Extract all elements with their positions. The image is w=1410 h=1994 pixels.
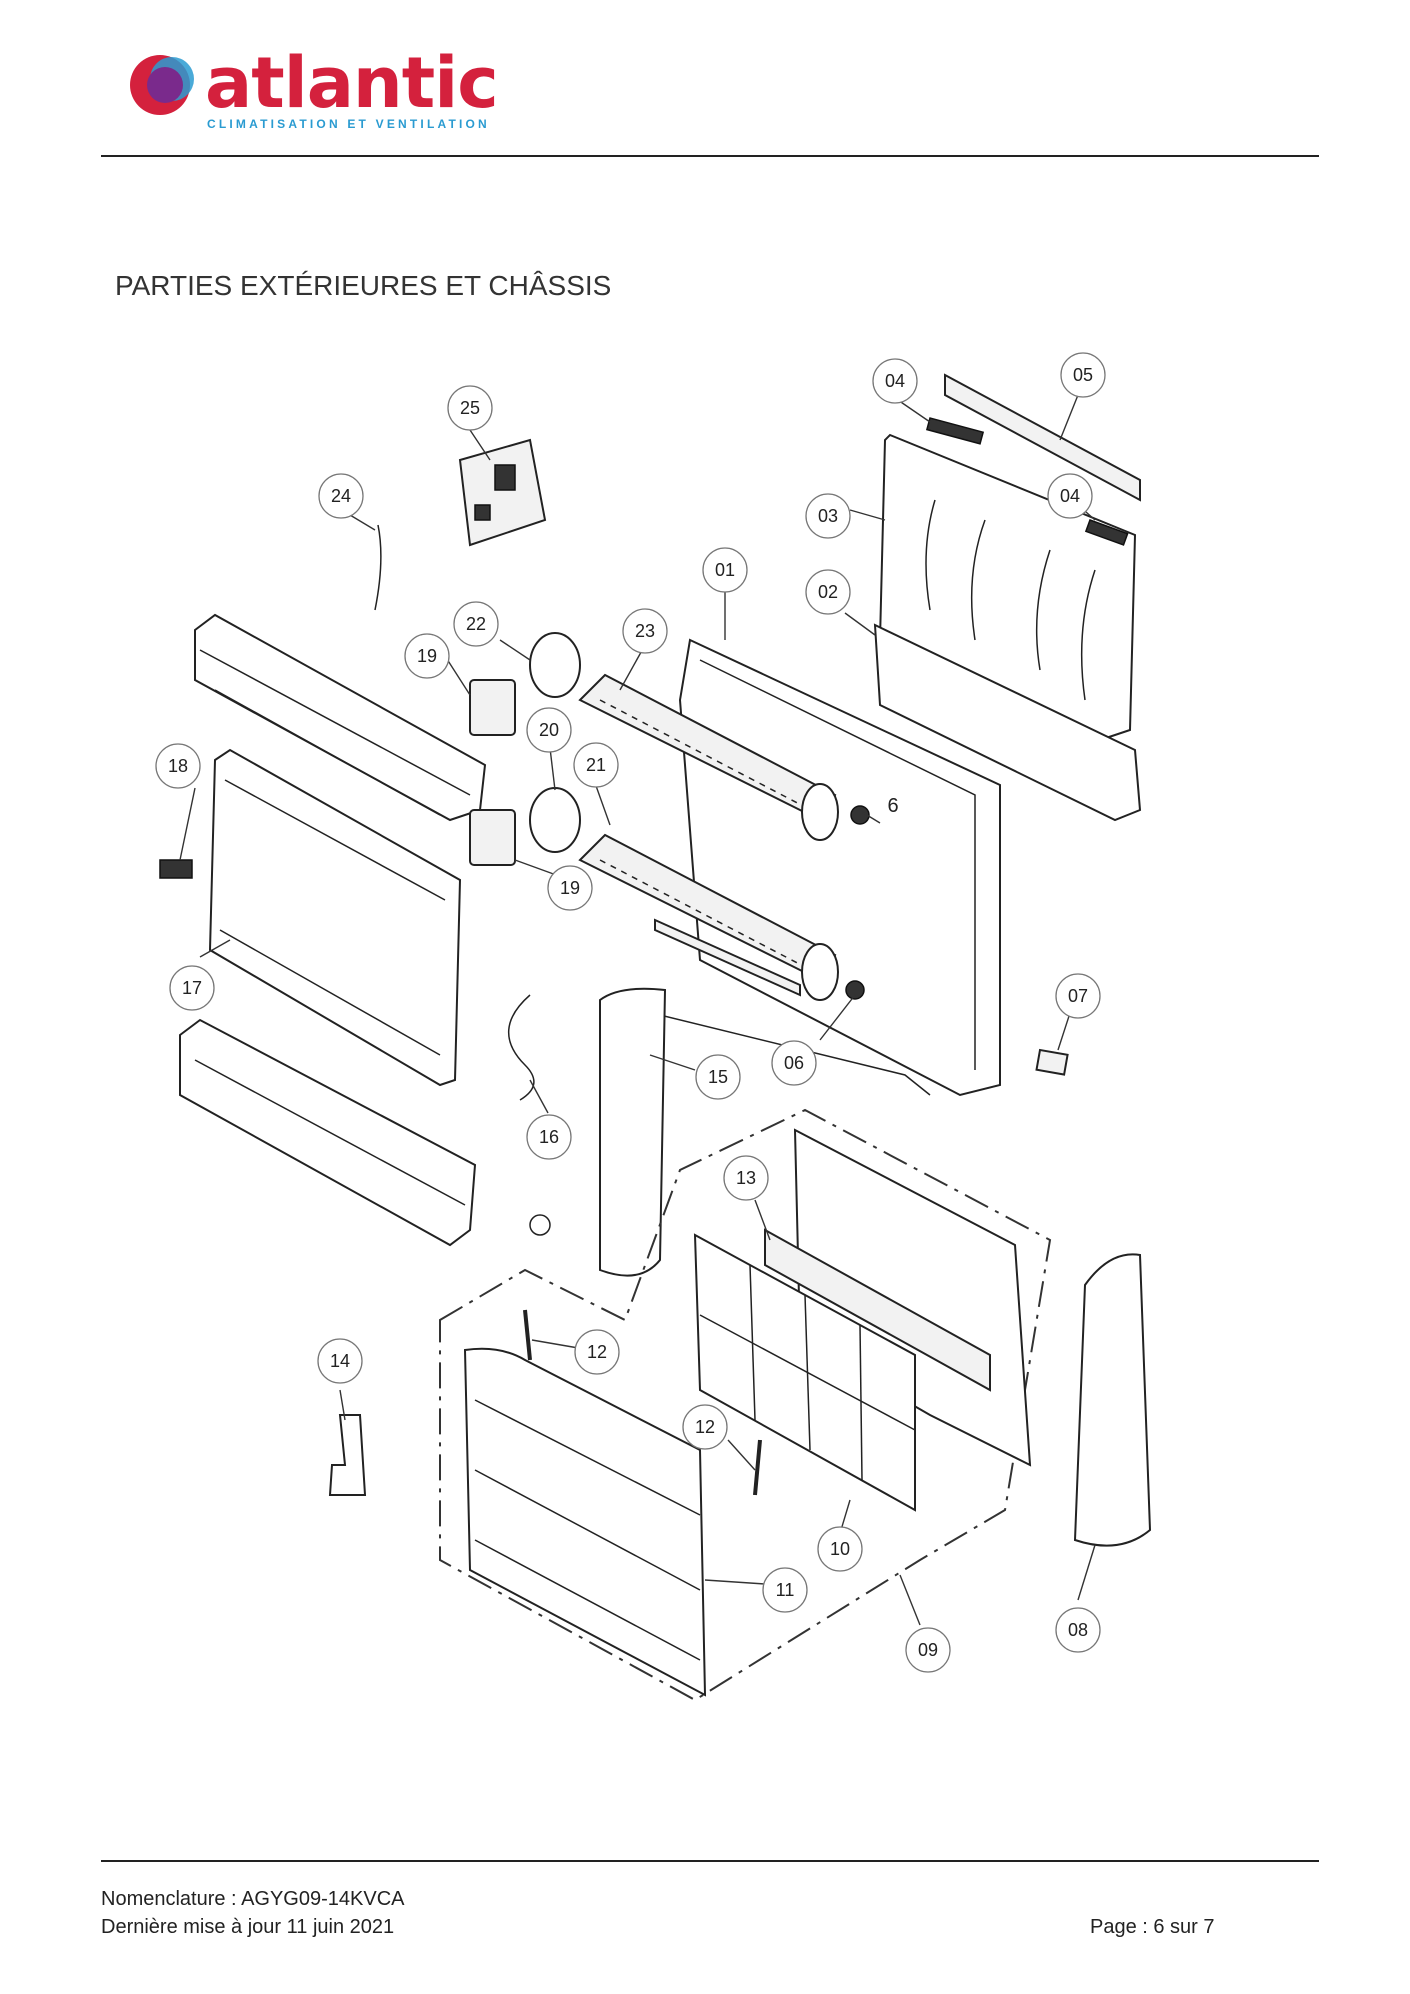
motor-lower — [469, 809, 516, 866]
svg-text:12: 12 — [587, 1342, 607, 1362]
callout-20: 20 — [526, 707, 572, 753]
clip-12-upper — [523, 1309, 532, 1361]
bearing-upper — [850, 805, 870, 825]
svg-text:03: 03 — [818, 506, 838, 526]
callout-19-lower: 19 — [547, 865, 593, 911]
svg-text:19: 19 — [560, 878, 580, 898]
front-panel — [463, 1347, 707, 1697]
svg-text:19: 19 — [417, 646, 437, 666]
svg-text:02: 02 — [818, 582, 838, 602]
callout-08: 08 — [1055, 1607, 1101, 1653]
clip-12-lower — [753, 1439, 762, 1496]
tangential-fan-lower — [578, 833, 839, 1001]
side-panel-right — [1073, 1253, 1152, 1547]
fan-hub-lower — [529, 787, 581, 853]
callout-02: 02 — [805, 569, 851, 615]
footer-page-number: Page : 6 sur 7 — [1090, 1916, 1215, 1938]
callout-24: 24 — [318, 473, 364, 519]
callout-10: 10 — [817, 1526, 863, 1572]
callout-16: 16 — [526, 1114, 572, 1160]
callout-12-lower: 12 — [682, 1404, 728, 1450]
callout-07: 07 — [1055, 973, 1101, 1019]
callout-23: 23 — [622, 608, 668, 654]
bracket-14 — [328, 1414, 367, 1496]
connector-18 — [159, 859, 193, 879]
svg-text:10: 10 — [830, 1539, 850, 1559]
leader-lines — [179, 389, 1096, 1626]
svg-text:16: 16 — [539, 1127, 559, 1147]
section-title: PARTIES EXTÉRIEURES ET CHÂSSIS — [115, 270, 612, 301]
svg-text:15: 15 — [708, 1067, 728, 1087]
callout-15: 15 — [695, 1054, 741, 1100]
svg-text:09: 09 — [918, 1640, 938, 1660]
logo-mark-icon — [130, 55, 194, 115]
drain-wire — [508, 994, 535, 1101]
lower-housing — [179, 1018, 477, 1247]
callout-14: 14 — [317, 1338, 363, 1384]
callout-13: 13 — [723, 1155, 769, 1201]
callout-01: 01 — [702, 547, 748, 593]
sensor-wire — [374, 524, 382, 611]
drain-fitting — [529, 1214, 551, 1236]
callout-04-upper: 04 — [872, 358, 918, 404]
callout-18: 18 — [155, 743, 201, 789]
svg-text:22: 22 — [466, 614, 486, 634]
front-panel-group-boundary — [439, 1108, 1052, 1702]
callout-03: 03 — [805, 493, 851, 539]
brand-logo — [120, 45, 210, 125]
fan-hub-upper — [529, 632, 581, 698]
svg-text:11: 11 — [776, 1580, 795, 1600]
brand-name: atlantic — [205, 42, 499, 124]
bearing-lower — [845, 980, 865, 1000]
callout-04-lower: 04 — [1047, 473, 1093, 519]
front-frame — [764, 1128, 1032, 1467]
svg-text:04: 04 — [885, 371, 905, 391]
callout-6-unboxed: 6 — [887, 795, 898, 817]
air-filter — [693, 1233, 916, 1512]
svg-text:01: 01 — [715, 560, 735, 580]
heat-exchanger — [208, 748, 462, 1087]
svg-text:12: 12 — [695, 1417, 715, 1437]
svg-text:06: 06 — [784, 1053, 804, 1073]
svg-text:21: 21 — [586, 755, 606, 775]
callout-12-upper: 12 — [574, 1329, 620, 1375]
control-board — [458, 438, 547, 547]
footer-nomenclature: Nomenclature : AGYG09-14KVCA — [101, 1888, 405, 1910]
callout-22: 22 — [453, 601, 499, 647]
brand-tagline: CLIMATISATION ET VENTILATION — [207, 117, 490, 131]
callout-05: 05 — [1060, 352, 1106, 398]
footer-divider — [101, 1860, 1319, 1862]
svg-text:18: 18 — [168, 756, 188, 776]
svg-text:04: 04 — [1060, 486, 1080, 506]
side-panel-left — [599, 987, 667, 1277]
clip-07 — [1035, 1048, 1069, 1076]
header-divider — [101, 155, 1319, 157]
svg-text:20: 20 — [539, 720, 559, 740]
top-strip — [925, 373, 1141, 546]
svg-text:07: 07 — [1068, 986, 1088, 1006]
callout-25: 25 — [447, 385, 493, 431]
callout-19-upper: 19 — [404, 633, 450, 679]
back-chassis — [654, 638, 1001, 1097]
svg-text:23: 23 — [635, 621, 655, 641]
callout-17: 17 — [169, 965, 215, 1011]
callout-09: 09 — [905, 1627, 951, 1673]
svg-text:25: 25 — [460, 398, 480, 418]
motor-upper — [469, 679, 516, 736]
svg-text:08: 08 — [1068, 1620, 1088, 1640]
tangential-fan-upper — [578, 673, 839, 841]
lower-flap — [873, 623, 1142, 822]
svg-text:24: 24 — [331, 486, 351, 506]
svg-text:05: 05 — [1073, 365, 1093, 385]
callout-11: 11 — [762, 1567, 808, 1613]
callout-21: 21 — [573, 742, 619, 788]
svg-text:17: 17 — [182, 978, 202, 998]
svg-text:6: 6 — [887, 795, 898, 817]
svg-text:13: 13 — [736, 1168, 756, 1188]
callout-06: 06 — [771, 1040, 817, 1086]
footer-last-update: Dernière mise à jour 11 juin 2021 — [101, 1916, 395, 1938]
svg-text:14: 14 — [330, 1351, 350, 1371]
